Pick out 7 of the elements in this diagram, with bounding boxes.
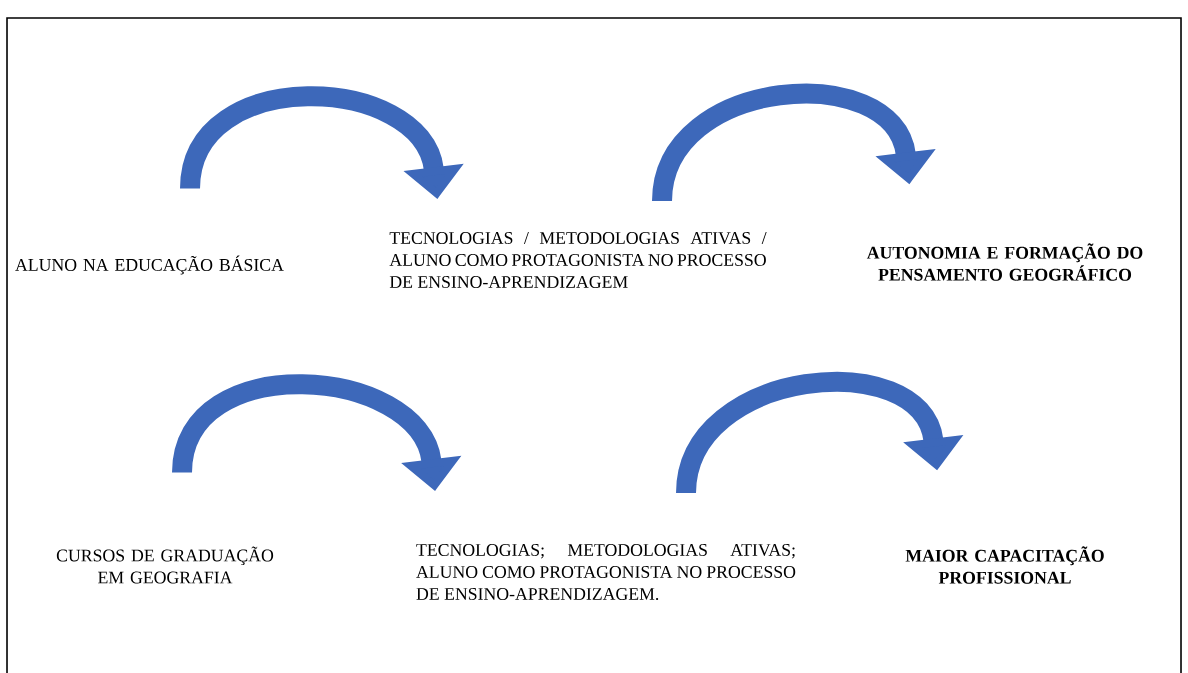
step-text: CURSOS DE GRADUAÇÃO EM GEOGRAFIA bbox=[56, 546, 274, 584]
step-text: TECNOLOGIAS / METODOLOGIAS ATIVAS / ALUNO COMO PROTAGONISTA NO PROCESSO DE ENSINO-APRENDIZAGEM bbox=[389, 232, 767, 288]
step-text: ALUNO NA EDUCAÇÃO BÁSICA bbox=[15, 255, 284, 275]
step-text: AUTONOMIA E FORMAÇÃO DO PENSAMENTO GEOGRÁFICO bbox=[866, 243, 1143, 281]
step-text: TECNOLOGIAS; METODOLOGIAS ATIVAS; ALUNO COMO PROTAGONISTA NO PROCESSO DE ENSINO-APRENDIZAGEM. bbox=[416, 544, 796, 600]
curved-arrow bbox=[676, 371, 964, 495]
step-text: MAIOR CAPACITAÇÃO PROFISSIONAL bbox=[905, 546, 1104, 584]
